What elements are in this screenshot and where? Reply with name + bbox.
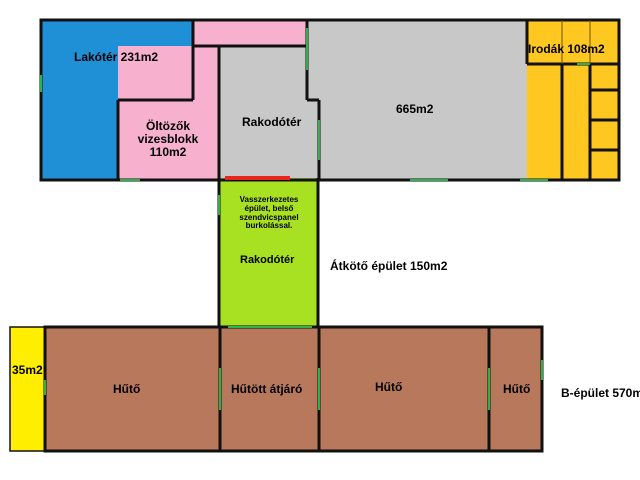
connector-note-line1: Vasszerkezetes — [239, 195, 299, 204]
small-room-label: 35m2 — [12, 363, 43, 377]
doors — [40, 28, 590, 410]
hall-room — [307, 20, 562, 180]
b-building-label: B-épület 570m — [561, 386, 640, 400]
cold-room-1 — [45, 327, 220, 451]
loading-area-top-room — [219, 46, 319, 180]
loading-area-top-label: Rakodótér — [242, 115, 302, 129]
changing-room-line2: vizesblokk — [137, 132, 199, 147]
connector-room — [219, 178, 318, 328]
cold-room-1-label: Hűtő — [113, 382, 141, 396]
cold-room-3-label: Hűtő — [503, 382, 531, 396]
changing-room-label: Öltözők vizesblokk 110m2 — [122, 119, 214, 160]
connector-note-line3: szendvicspanel — [239, 212, 299, 222]
small-room — [10, 327, 45, 451]
cooled-passage-label: Hűtött átjáró — [231, 382, 303, 396]
loading-area-connector-label: Rakodótér — [240, 254, 295, 266]
living-area-label: Lakótér 231m2 — [74, 50, 159, 64]
connector-note-line4: burkolással. — [245, 221, 293, 231]
hall-area-label: 665m2 — [396, 102, 434, 116]
changing-room-line3: 110m2 — [149, 145, 187, 160]
connector-note-line2: épület, belső — [244, 203, 294, 213]
connector-note: Vasszerkezetes épület, belső szendvicspa… — [222, 195, 316, 231]
offices-label: Irodák 108m2 — [528, 42, 605, 56]
cooled-passage-room — [220, 327, 319, 451]
offices-thin-walls — [561, 20, 591, 64]
connector-building-label: Átkötő épület 150m2 — [330, 259, 448, 273]
cold-room-3 — [489, 327, 542, 451]
cold-room-2-label: Hűtő — [375, 380, 403, 394]
top-corridor — [193, 20, 307, 46]
changing-room — [118, 46, 219, 180]
cold-room-2 — [319, 327, 489, 451]
offices-corridor — [562, 64, 590, 180]
changing-room-line1: Öltözők — [146, 119, 190, 133]
